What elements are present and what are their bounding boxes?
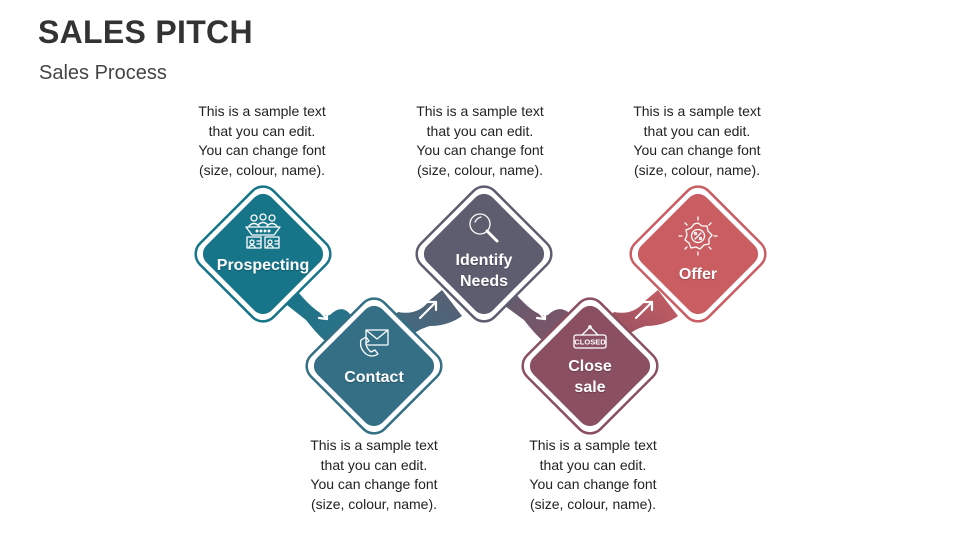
arrow-3-4 [527,299,547,321]
step-3-label: Identify Needs [455,252,513,290]
step-5-label: Offer [678,266,718,283]
step-2-label: Contact [344,369,404,386]
step-2-diamond [305,297,443,435]
closed-sign-text: CLOSED [574,338,606,347]
people-funnel-icon [245,213,281,249]
arrow-4-5 [634,300,654,320]
step-3-diamond [415,185,553,323]
step-4-label: Close sale [568,358,612,396]
slide-title: SALES PITCH [38,14,253,50]
closed-sign-icon [573,325,607,349]
arrow-2-3 [418,300,438,320]
step-1-diamond [194,185,332,323]
discount-badge-icon [678,216,718,256]
slide-subtitle: Sales Process [39,62,167,84]
arrow-1-2 [309,299,329,321]
envelope-phone-icon [359,329,389,357]
step-1-label: Prospecting [216,257,310,274]
magnifier-icon [469,213,499,243]
step-4-diamond [521,297,659,435]
